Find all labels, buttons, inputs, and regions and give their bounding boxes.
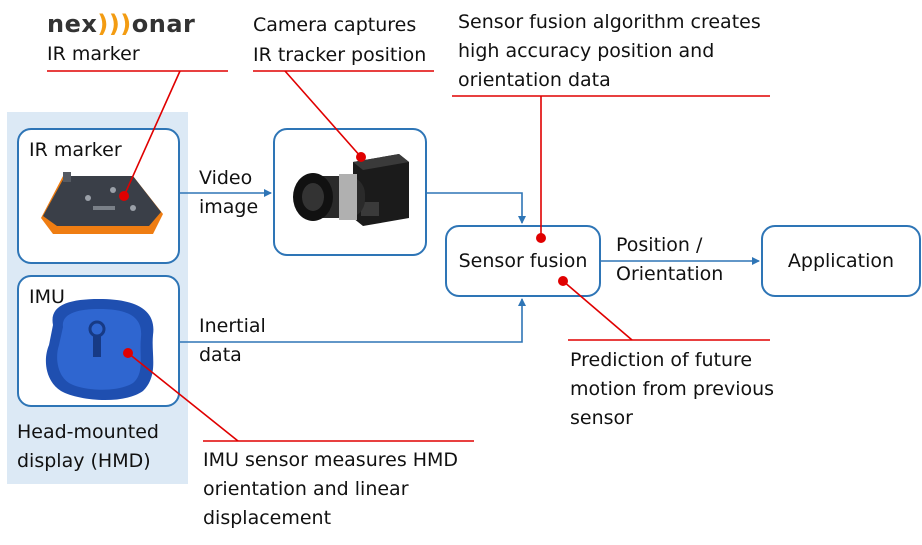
ir-marker-node: IR marker xyxy=(17,128,180,264)
leader-imu xyxy=(127,352,239,442)
camera-node xyxy=(273,128,427,256)
arrow-inertial-data xyxy=(180,298,526,343)
fusion-caption-line-2: high accuracy position and xyxy=(458,40,715,62)
imu-caption-line-2: orientation and linear xyxy=(203,478,409,500)
prediction-caption-line-1: Prediction of future xyxy=(570,349,753,371)
imu-caption-line-3: displacement xyxy=(203,507,332,529)
edge-inertial-data-line-2: data xyxy=(199,344,242,366)
dot-prediction xyxy=(558,276,568,286)
ir-marker-node-label: IR marker xyxy=(29,139,122,161)
fusion-caption-line-3: orientation data xyxy=(458,69,611,91)
edge-position-orientation-line-1: Position / xyxy=(616,234,703,256)
camera-caption-line-1: Camera captures xyxy=(253,14,417,36)
imu-node: IMU xyxy=(17,275,180,407)
dot-sensor-fusion xyxy=(536,233,546,243)
dot-ir-marker xyxy=(119,191,129,201)
sensor-fusion-node: Sensor fusion xyxy=(445,225,601,297)
prediction-caption-line-3: sensor xyxy=(570,407,633,429)
imu-device-icon xyxy=(45,299,154,401)
edge-video-image-line-2: image xyxy=(199,196,259,218)
hmd-caption-line-1: Head-mounted xyxy=(17,421,159,443)
hmd-caption-line-2: display (HMD) xyxy=(17,450,151,472)
arrow-camera-to-fusion xyxy=(427,192,526,224)
nexonar-logo: nex)))onar xyxy=(47,10,196,38)
edge-video-image-line-1: Video xyxy=(199,167,253,189)
imu-node-label: IMU xyxy=(29,286,65,308)
sensor-fusion-node-label: Sensor fusion xyxy=(458,250,588,272)
camera-caption-line-2: IR tracker position xyxy=(253,44,427,66)
fusion-caption-line-1: Sensor fusion algorithm creates xyxy=(458,11,761,33)
leader-camera xyxy=(284,70,362,158)
logo-caption: IR marker xyxy=(47,43,140,65)
leader-ir-marker xyxy=(123,70,181,197)
dot-imu xyxy=(123,348,133,358)
ir-marker-device-icon xyxy=(41,172,163,234)
leader-prediction xyxy=(562,280,633,341)
application-node-label: Application xyxy=(787,250,895,272)
imu-caption-line-1: IMU sensor measures HMD xyxy=(203,449,459,471)
edge-inertial-data-line-1: Inertial xyxy=(199,315,266,337)
edge-position-orientation-line-2: Orientation xyxy=(616,263,724,285)
application-node: Application xyxy=(761,225,921,297)
prediction-caption-line-2: motion from previous xyxy=(570,378,775,400)
dot-camera xyxy=(356,152,366,162)
camera-icon xyxy=(293,154,409,226)
